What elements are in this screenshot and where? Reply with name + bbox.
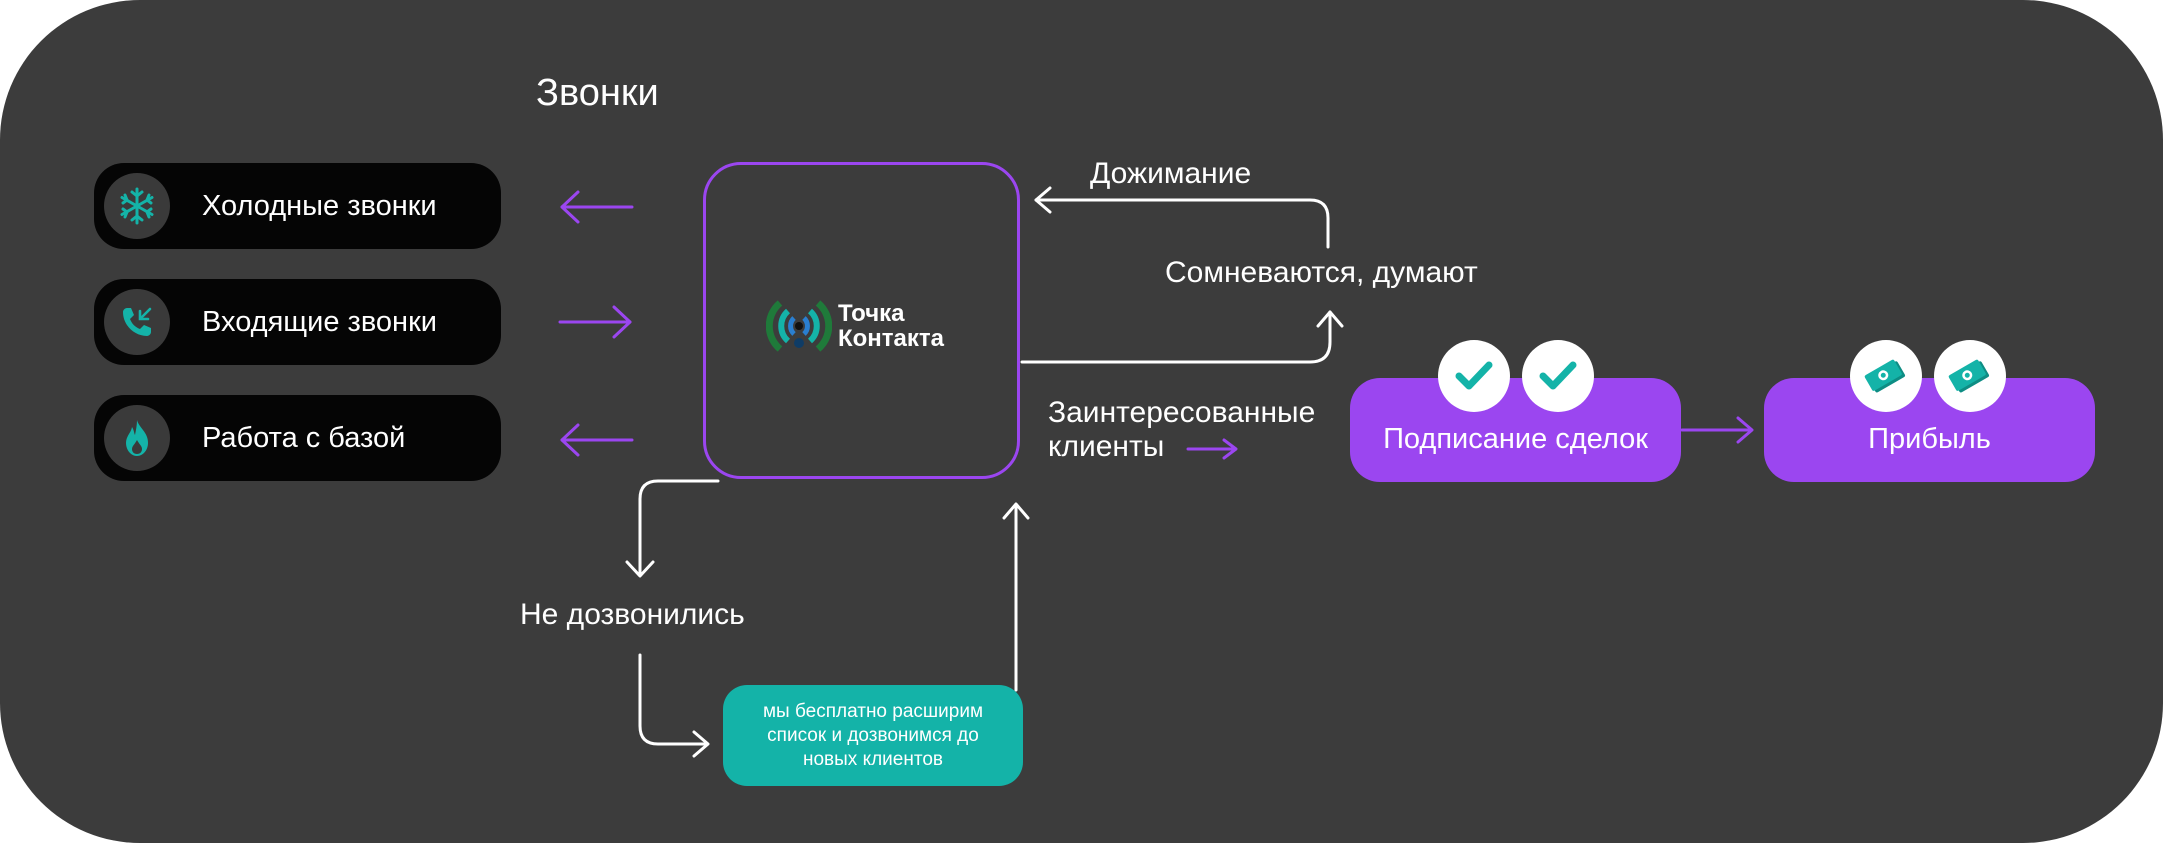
arrow-left-database (560, 423, 634, 457)
arrow-deals-to-profit (1680, 416, 1754, 444)
cold-calls-item: Холодные звонки (94, 163, 501, 249)
arrow-interested-small (1186, 438, 1238, 460)
deal-signing-box: Подписание сделок (1350, 378, 1681, 482)
arrow-to-not-reached (625, 479, 720, 578)
arrow-back-to-center (1002, 502, 1030, 692)
arrow-right-incoming (558, 305, 632, 339)
cold-calls-label: Холодные звонки (202, 190, 437, 222)
deal-signing-label: Подписание сделок (1383, 423, 1648, 455)
arrow-to-teal-note (638, 653, 710, 758)
check-icon (1438, 340, 1510, 412)
database-work-label: Работа с базой (202, 422, 406, 454)
tochka-kontakta-logo: Точка Контакта (766, 295, 944, 357)
profit-label: Прибыль (1868, 423, 1991, 455)
interested-label-line-1: Заинтересованные (1048, 396, 1316, 429)
incoming-calls-label: Входящие звонки (202, 306, 437, 338)
flame-icon (104, 405, 170, 471)
incoming-calls-item: Входящие звонки (94, 279, 501, 365)
snowflake-icon (104, 173, 170, 239)
arrow-left-cold (560, 190, 634, 224)
interested-clients-label: Заинтересованные клиенты (1048, 396, 1315, 464)
incoming-call-icon (104, 289, 170, 355)
not-reached-label: Не дозвонились (520, 598, 745, 631)
doubting-label: Сомневаются, думают (1165, 256, 1478, 289)
database-work-item: Работа с базой (94, 395, 501, 481)
note-line-2: список и дозвонимся до (767, 724, 979, 746)
logo-line-1: Точка (838, 300, 905, 327)
tochka-kontakta-center: Точка Контакта (703, 162, 1020, 479)
check-icon (1522, 340, 1594, 412)
signal-icon (766, 300, 832, 352)
diagram-title: Звонки (536, 72, 659, 114)
pressing-label: Дожимание (1090, 157, 1252, 190)
note-line-3: новых клиентов (802, 748, 944, 770)
money-icon (1850, 340, 1922, 412)
free-list-expansion-note: мы бесплатно расширим список и дозвонимс… (723, 685, 1023, 786)
money-icon (1934, 340, 2006, 412)
note-line-1: мы бесплатно расширим (762, 700, 984, 722)
logo-line-2: Контакта (838, 325, 945, 352)
profit-box: Прибыль (1764, 378, 2095, 482)
interested-label-line-2: клиенты (1048, 430, 1165, 463)
arrow-pressing (1034, 186, 1330, 249)
arrow-to-doubting (1020, 310, 1344, 364)
